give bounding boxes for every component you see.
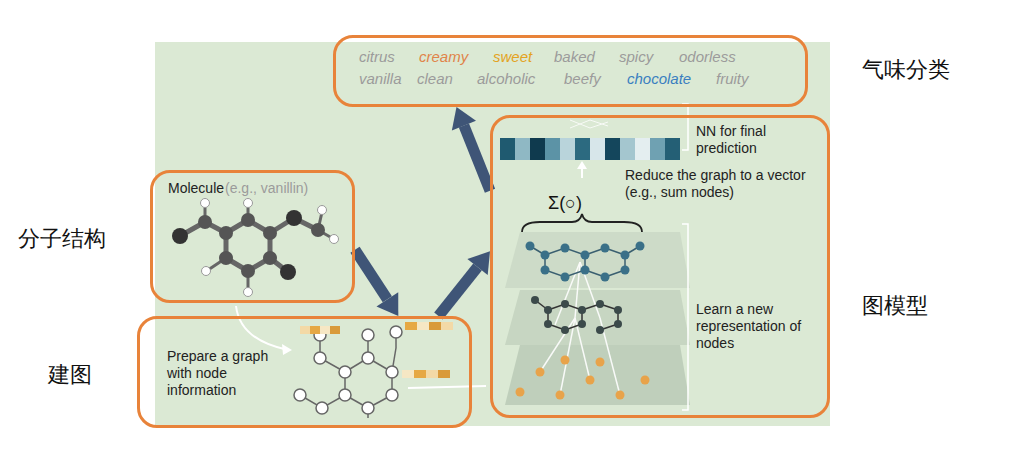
side-label: 图模型 [862,293,942,319]
box-text: citrus [359,48,395,66]
stage-box: 分子结构Molecule(e.g., vanillin) [150,170,355,303]
side-label: 气味分类 [862,57,962,83]
box-text: alcoholic [477,70,535,88]
box-text: (e.g., vanillin) [225,180,308,197]
box-text: beefy [564,70,601,88]
box-text: chocolate [627,70,691,88]
box-text: Prepare a graph with node information [167,348,292,398]
box-text: Molecule [168,180,224,197]
nn-icon [570,120,608,128]
box-text: creamy [419,48,468,66]
molecule-illustration [180,205,332,290]
input-graph [300,332,396,418]
flow-arrow [439,251,491,316]
box-text: odorless [679,48,736,66]
box-text: vanilla [359,70,402,88]
box-text: NN for final prediction [696,123,816,157]
sum-brace [522,214,642,232]
box-text: clean [417,70,453,88]
box-text: Σ(○) [548,193,582,215]
gnn-layers [505,232,690,405]
box-text: spicy [619,48,653,66]
box-text: Learn a new representation of nodes [696,301,818,351]
box-text: fruity [716,70,749,88]
side-label: 建图 [48,362,108,388]
flow-arrow [355,250,398,316]
stage-box: 图模型NN for final predictionReduce the gra… [490,115,830,418]
output-vector [500,138,680,160]
stage-box: 气味分类citruscreamysweetbakedspicyodorlessv… [333,35,808,107]
box-text: Reduce the graph to a vector (e.g., sum … [625,167,820,201]
side-label: 分子结构 [18,226,118,252]
flow-arrow [452,107,490,191]
feature-strips [300,322,453,378]
box-text: baked [554,48,595,66]
bracket [682,104,688,410]
stage-box: 建图Prepare a graph with node information [137,316,472,428]
box-text: sweet [493,48,532,66]
